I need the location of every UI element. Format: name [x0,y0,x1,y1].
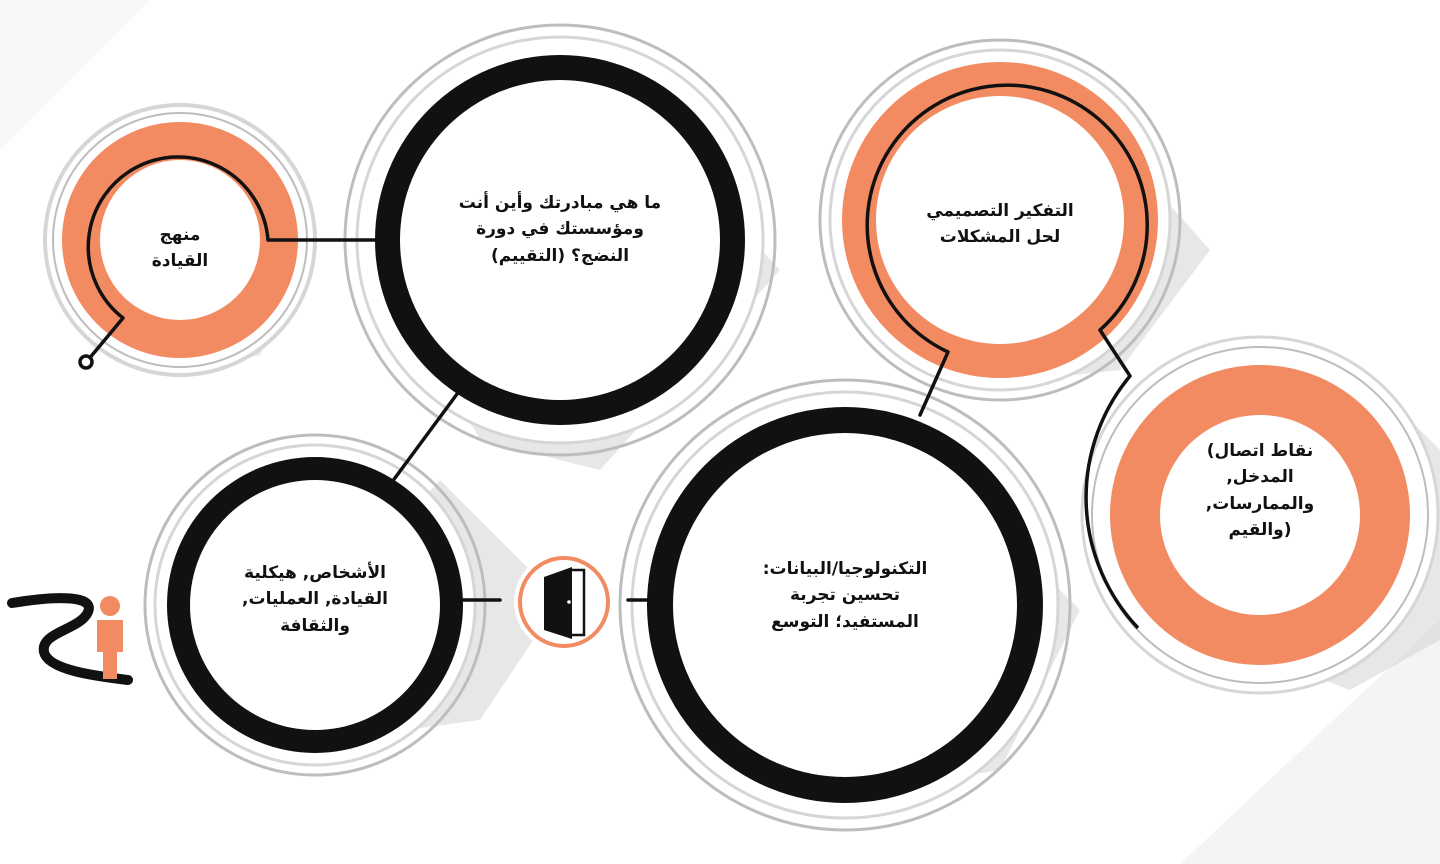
label-maturity-assessment: ما هي مبادرتك وأين أنت ومؤسستك في دورة ا… [430,190,690,269]
label-line: نقاط اتصال) [1206,441,1314,461]
label-line: التفكير التصميمي [926,201,1074,221]
label-line: الأشخاص, هيكلية [244,563,386,583]
label-line: النضج؟ (التقييم) [490,245,630,266]
label-line: لحل المشكلات [939,227,1061,248]
label-design-thinking: التفكير التصميمي لحل المشكلات [895,198,1105,251]
endpoint-dot [78,354,94,370]
connector-leadership-tail [86,316,125,362]
node-technology-data [618,378,1072,832]
connector-maturity-people [390,388,462,484]
label-technology-data: التكنولوجيا/البيانات: تحسين تجربة المستف… [725,556,965,635]
label-line: المستفيد؛ التوسع [771,611,919,632]
label-line: القيادة [151,251,209,272]
connector-design-tech [918,350,950,417]
person-icon [97,596,123,679]
node-design-thinking [818,38,1182,402]
label-touch-points: نقاط اتصال) المدخل, والممارسات, (والقيم [1175,438,1345,543]
label-leadership-approach: منهج القيادة [110,222,250,275]
label-line: التكنولوجيا/البيانات: [762,559,928,579]
label-line: والثقافة [280,615,350,636]
label-line: تحسين تجربة [790,585,900,606]
connectors [86,238,1132,602]
connector-design-touch [1098,328,1132,378]
node-people-structure [143,433,487,777]
label-line: ومؤسستك في دورة [476,219,644,240]
winding-path-icon [7,593,133,685]
door-icon [514,552,614,652]
node-maturity-assessment [343,23,777,457]
label-line: ما هي مبادرتك وأين أنت [458,193,662,213]
label-people-structure: الأشخاص, هيكلية القيادة, العمليات, والثق… [210,560,420,639]
label-line: والممارسات, [1205,493,1315,514]
label-line: منهج [159,225,201,245]
label-line: المدخل, [1226,467,1294,488]
label-line: القيادة, العمليات, [242,589,388,610]
node-touch-points [1080,335,1440,695]
label-line: (والقيم [1228,520,1292,541]
